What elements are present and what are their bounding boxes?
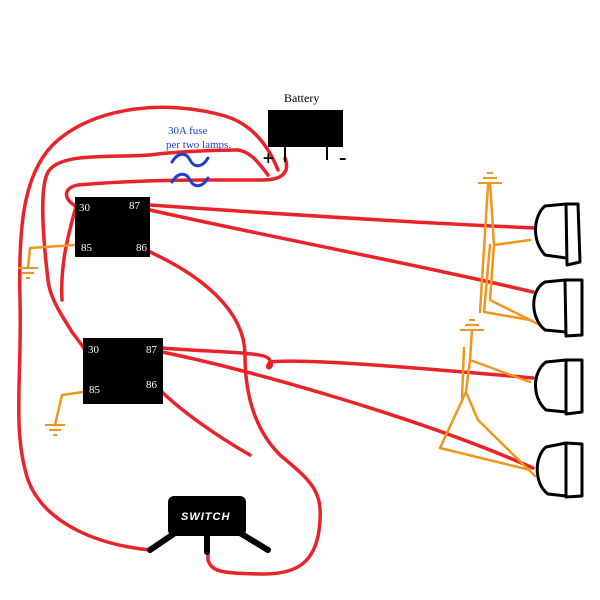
- lamp-icon-4: [535, 441, 584, 499]
- wire-relay1-30-link: [59, 204, 78, 302]
- switch-terminal-left: [147, 530, 178, 553]
- relay-2-pin-87: 87: [146, 344, 158, 356]
- power-wires: [17, 105, 537, 576]
- relay-1: 30 87 85 86: [75, 197, 150, 257]
- battery: Battery + –: [262, 91, 347, 167]
- wire-lamp-ground-lower-b: [460, 346, 466, 400]
- wire-fuse-upper-continue: [236, 148, 270, 177]
- lamp-icon-1: [534, 202, 582, 267]
- switch-body: [168, 496, 246, 536]
- fuse-label-line1: 30A fuse: [168, 125, 208, 137]
- wire-fuse-lower: [64, 178, 207, 208]
- wire-lamp-ground-lower: [438, 328, 537, 478]
- battery-negative-terminal: –: [339, 149, 347, 167]
- battery-label: Battery: [284, 91, 319, 105]
- wire-relay1-87-lamp2: [148, 208, 535, 294]
- relay-2-pin-86: 86: [146, 379, 158, 391]
- wire-main-loop: [17, 105, 280, 552]
- wire-relay1-86-switch: [148, 250, 322, 576]
- wire-relay2-87-lamp3: [160, 346, 535, 380]
- relay-1-pin-85: 85: [81, 242, 93, 254]
- wire-relay2-87-lamp4: [160, 350, 535, 470]
- battery-body: [268, 110, 343, 147]
- wire-relay2-86: [158, 388, 252, 457]
- fuse-label-line2: per two lamps.: [166, 139, 231, 151]
- wire-battery-positive: [203, 156, 289, 182]
- wire-relay1-85-ground: [26, 243, 77, 270]
- ground-symbol-lamps-upper: [478, 172, 502, 184]
- switch: SWITCH: [147, 496, 271, 555]
- relay-2-pin-85: 85: [89, 384, 101, 396]
- fuses: [170, 152, 210, 188]
- wire-relay2-85-ground: [53, 390, 85, 427]
- relay-1-pin-86: 86: [136, 242, 148, 254]
- ground-symbol-lamps-lower: [460, 319, 484, 331]
- lamp-icon-2: [532, 278, 584, 338]
- relay-2-body: [83, 338, 163, 404]
- battery-positive-terminal: +: [262, 149, 275, 167]
- ground-symbols: [18, 172, 502, 436]
- wire-lamp-ground-upper: [482, 181, 542, 327]
- switch-label: SWITCH: [181, 511, 230, 523]
- relay-1-pin-30: 30: [79, 202, 91, 214]
- ground-wires: [26, 181, 542, 478]
- fuse-icon-lower: [170, 172, 210, 188]
- wire-relay1-87-lamp1: [148, 203, 537, 230]
- wire-fuse-upper: [41, 148, 240, 352]
- relay-2: 30 87 85 86: [83, 338, 163, 404]
- switch-terminal-right: [237, 530, 271, 553]
- ground-symbol-relay1: [18, 267, 38, 279]
- wire-lamp-ground-upper-b: [478, 183, 490, 314]
- relay-1-body: [75, 197, 150, 257]
- fuse-icon-upper: [170, 152, 210, 168]
- lamp-icon-3: [534, 358, 584, 416]
- relay-2-pin-30: 30: [88, 344, 100, 356]
- ground-symbol-relay2: [45, 424, 65, 436]
- lamps: [532, 202, 584, 499]
- relay-1-pin-87: 87: [129, 200, 141, 212]
